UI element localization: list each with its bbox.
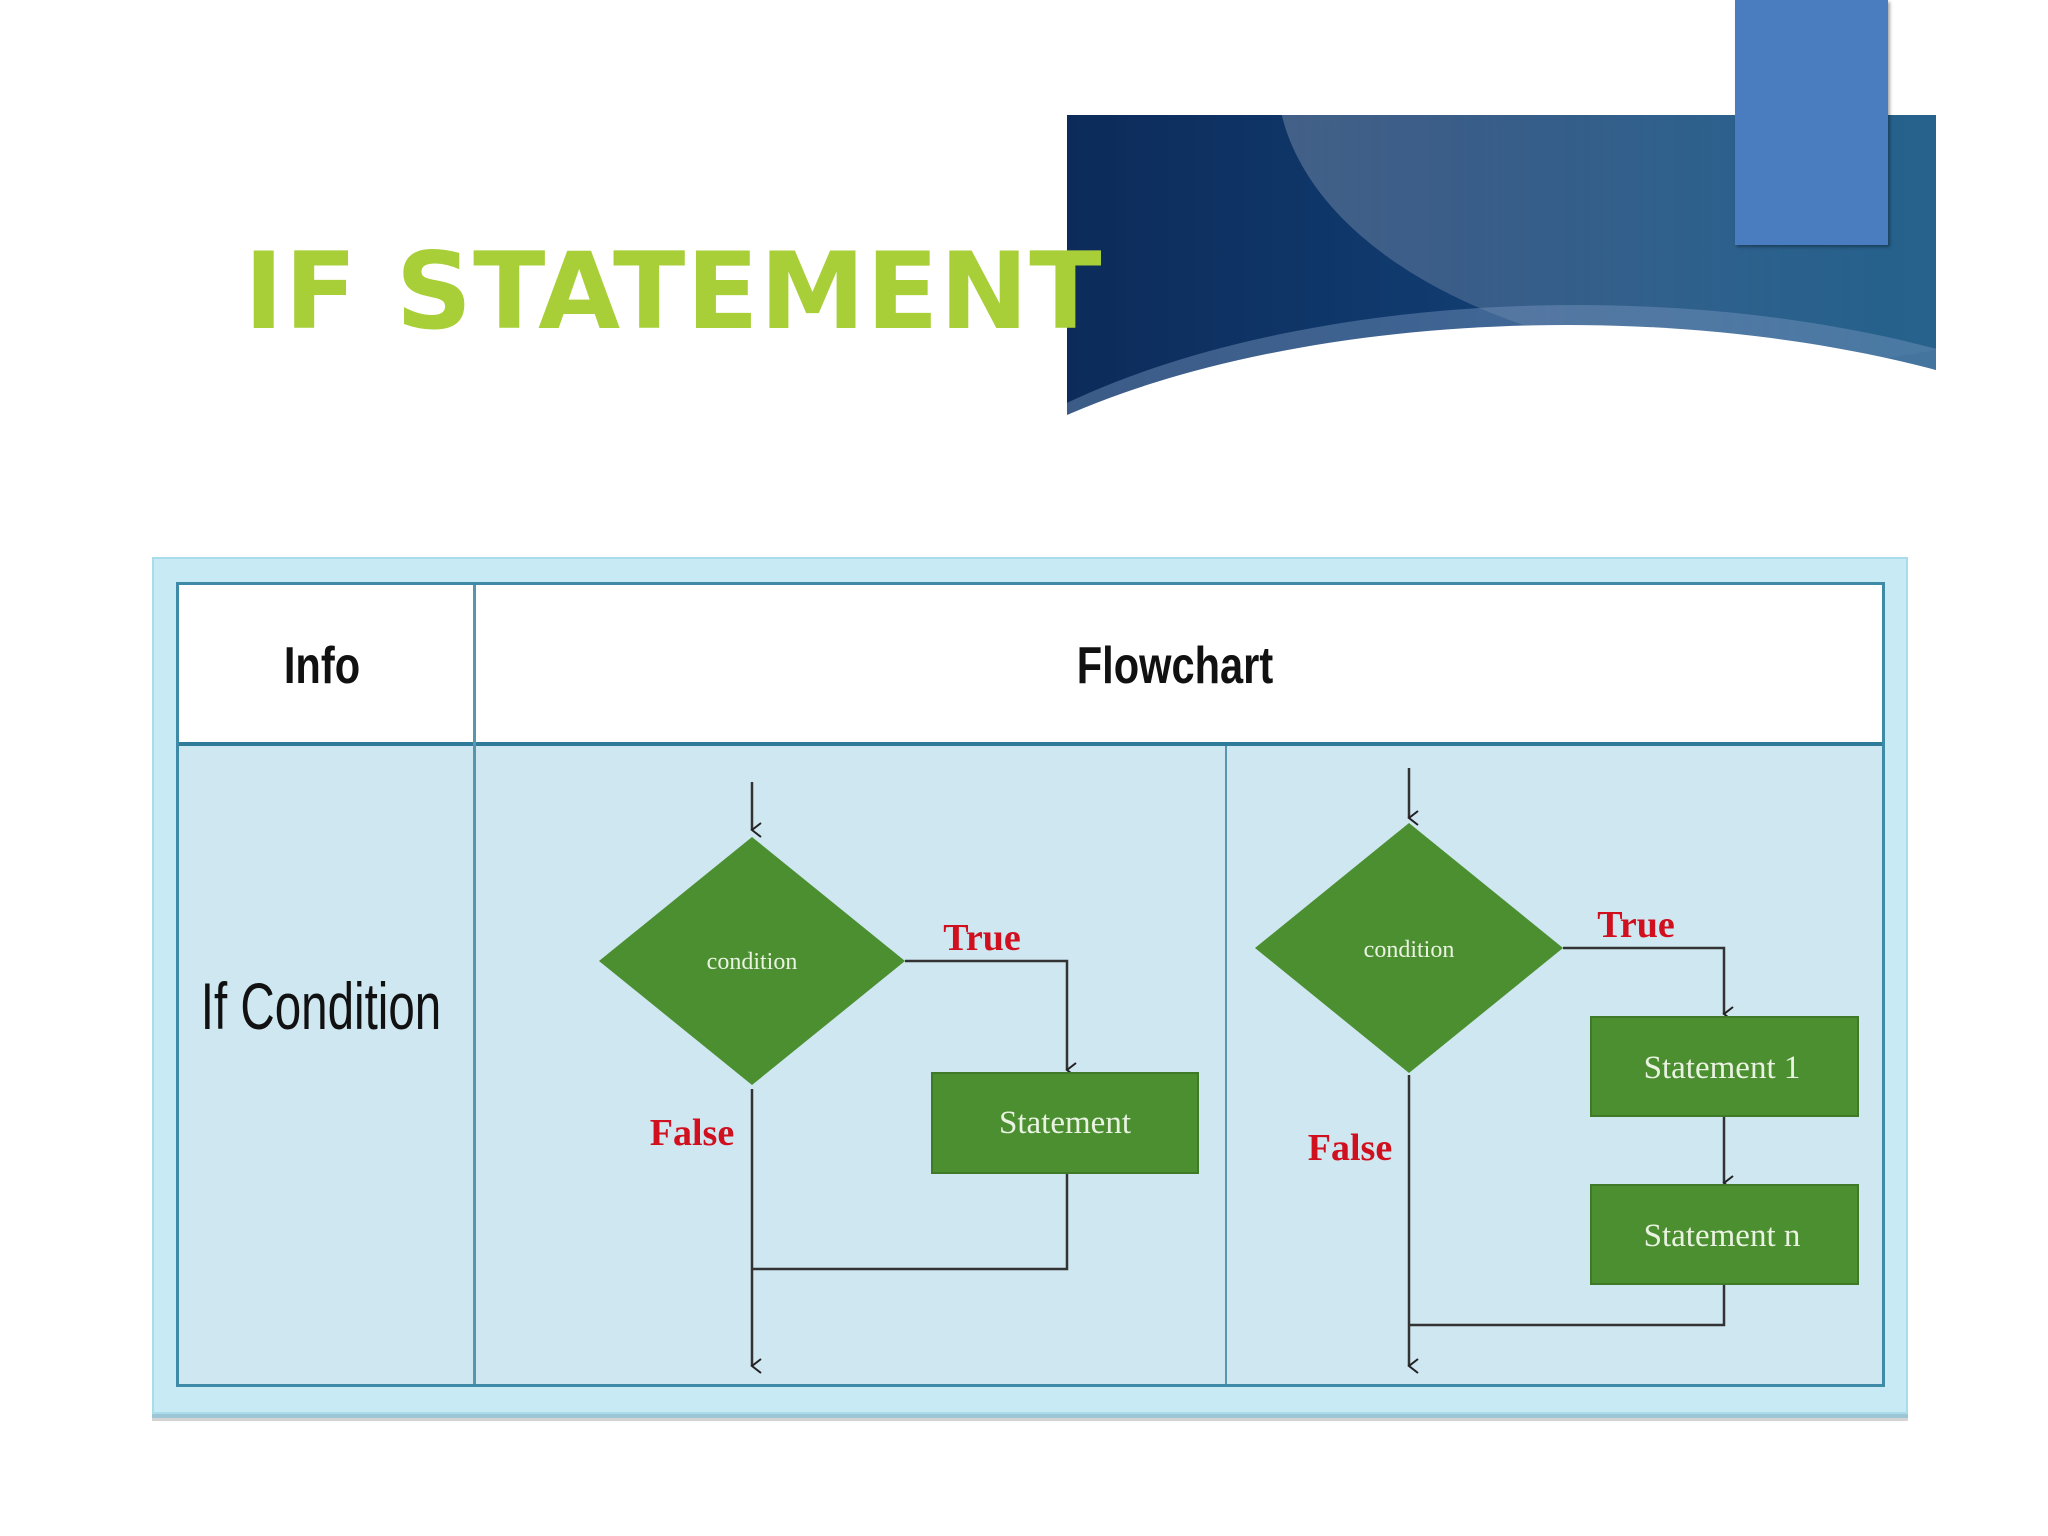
right-statement-n-text: Statement n — [1644, 1218, 1801, 1254]
header-info: Info — [283, 637, 361, 695]
table-grid — [176, 582, 1885, 1387]
right-true-path — [1563, 946, 1734, 1022]
right-statement-n-box — [1590, 1184, 1859, 1285]
accent-tab — [1735, 0, 1888, 245]
row-label-if-condition: If Condition — [200, 969, 442, 1043]
left-true-path — [905, 959, 1077, 1078]
flowchart-left — [750, 782, 1077, 1374]
right-true-label: True — [1597, 904, 1674, 946]
left-decision-diamond — [599, 837, 905, 1085]
table-header-row — [179, 585, 1882, 746]
right-statement-1-box — [1590, 1016, 1859, 1117]
right-false-label: False — [1308, 1127, 1392, 1169]
flowchart-right — [1407, 768, 1734, 1374]
left-true-label: True — [943, 917, 1020, 959]
column-divider-info — [473, 585, 476, 1384]
column-divider-flowcharts — [1225, 746, 1227, 1384]
left-false-label: False — [650, 1112, 734, 1154]
left-statement-text: Statement — [999, 1105, 1131, 1141]
header-flowchart: Flowchart — [1076, 637, 1274, 695]
slide-title: IF STATEMENT — [244, 230, 1103, 353]
left-statement-box — [931, 1072, 1199, 1174]
left-decision-text: condition — [707, 949, 798, 975]
right-statement-1-text: Statement 1 — [1644, 1050, 1801, 1086]
right-decision-diamond — [1255, 823, 1563, 1073]
right-merge-path — [1409, 1285, 1726, 1327]
left-merge-path — [752, 1174, 1069, 1271]
right-decision-text: condition — [1364, 937, 1455, 963]
